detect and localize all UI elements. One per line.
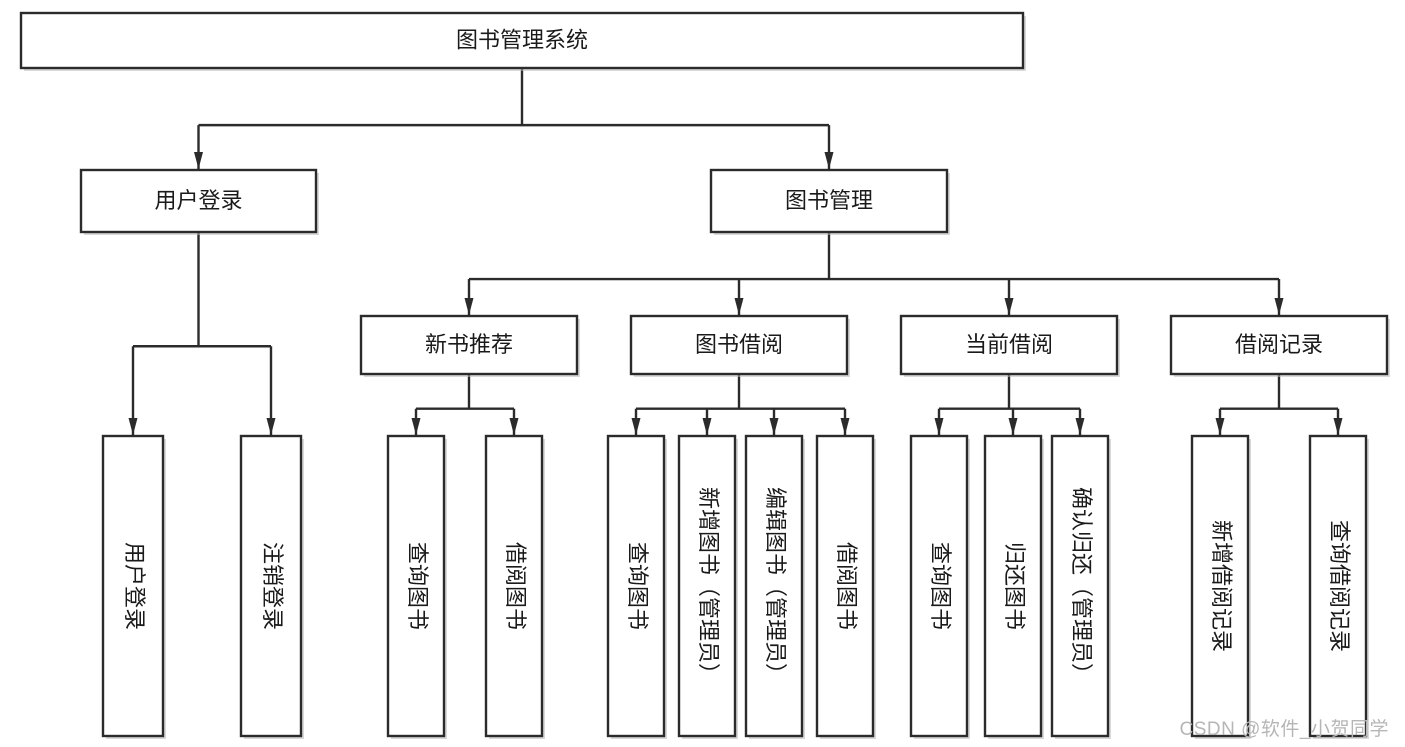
node-label: 新增借阅记录 bbox=[1209, 520, 1234, 652]
connector-layer bbox=[128, 68, 1343, 435]
node-leaf-borrow-book-2[interactable]: 借阅图书 bbox=[815, 434, 876, 739]
node-leaf-borrow-book-1[interactable]: 借阅图书 bbox=[484, 434, 545, 739]
node-label: 确认归还（管理员） bbox=[1069, 487, 1094, 685]
node-label: 用户登录 bbox=[122, 542, 147, 630]
edge-group-book-borrow bbox=[631, 374, 850, 435]
node-label: 查询借阅记录 bbox=[1327, 520, 1352, 652]
node-label: 借阅图书 bbox=[834, 542, 859, 630]
node-leaf-user-logout[interactable]: 注销登录 bbox=[239, 434, 304, 739]
node-label: 借阅记录 bbox=[1235, 332, 1323, 357]
node-leaf-query-record[interactable]: 查询借阅记录 bbox=[1308, 434, 1369, 739]
node-borrow-record[interactable]: 借阅记录 bbox=[1169, 314, 1390, 377]
node-user-login[interactable]: 用户登录 bbox=[79, 168, 319, 235]
edge-group-borrow-record bbox=[1215, 374, 1343, 435]
node-leaf-query-book-3[interactable]: 查询图书 bbox=[909, 434, 970, 739]
node-label: 图书管理系统 bbox=[456, 27, 588, 52]
edge-group-book-manage bbox=[464, 232, 1284, 315]
edge-group-user-login bbox=[128, 232, 276, 435]
node-layer: 图书管理系统用户登录图书管理新书推荐图书借阅当前借阅借阅记录用户登录注销登录查询… bbox=[19, 11, 1390, 739]
node-label: 编辑图书（管理员） bbox=[763, 487, 788, 685]
node-book-manage[interactable]: 图书管理 bbox=[709, 168, 950, 235]
node-label: 查询图书 bbox=[928, 542, 953, 630]
node-label: 归还图书 bbox=[1002, 542, 1027, 630]
node-leaf-confirm-return[interactable]: 确认归还（管理员） bbox=[1050, 434, 1111, 739]
node-label: 图书管理 bbox=[785, 188, 873, 213]
node-leaf-add-record[interactable]: 新增借阅记录 bbox=[1190, 434, 1251, 739]
node-label: 查询图书 bbox=[625, 542, 650, 630]
node-label: 用户登录 bbox=[154, 188, 242, 213]
watermark-text: CSDN @软件_小贺同学 bbox=[1179, 719, 1389, 740]
node-label: 图书借阅 bbox=[695, 332, 783, 357]
edge-group-new-book-recommend bbox=[411, 374, 519, 435]
node-leaf-edit-book[interactable]: 编辑图书（管理员） bbox=[744, 434, 805, 739]
node-label: 借阅图书 bbox=[503, 542, 528, 630]
node-label: 查询图书 bbox=[405, 542, 430, 630]
node-book-borrow[interactable]: 图书借阅 bbox=[629, 314, 850, 377]
node-label: 注销登录 bbox=[260, 542, 285, 630]
node-new-book-recommend[interactable]: 新书推荐 bbox=[359, 314, 580, 377]
node-leaf-query-book-2[interactable]: 查询图书 bbox=[606, 434, 667, 739]
node-leaf-user-login[interactable]: 用户登录 bbox=[101, 434, 166, 739]
node-current-borrow[interactable]: 当前借阅 bbox=[899, 314, 1120, 377]
node-label: 当前借阅 bbox=[965, 332, 1053, 357]
node-leaf-query-book-1[interactable]: 查询图书 bbox=[386, 434, 447, 739]
edge-group-current-borrow bbox=[934, 374, 1085, 435]
node-leaf-return-book[interactable]: 归还图书 bbox=[983, 434, 1044, 739]
node-root[interactable]: 图书管理系统 bbox=[19, 11, 1026, 71]
node-label: 新增图书（管理员） bbox=[696, 487, 721, 685]
node-label: 新书推荐 bbox=[425, 332, 513, 357]
node-leaf-add-book[interactable]: 新增图书（管理员） bbox=[677, 434, 738, 739]
edge-group-root bbox=[194, 68, 834, 169]
